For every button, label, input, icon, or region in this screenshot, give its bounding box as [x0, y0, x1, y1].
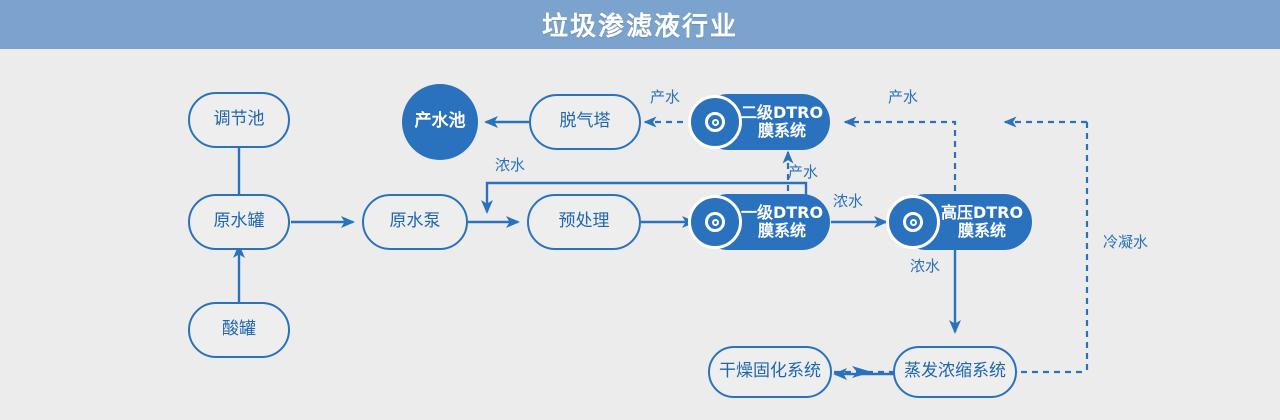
node-label: 产水池 — [414, 111, 466, 132]
node-label: 二级DTRO 膜系统 — [740, 103, 824, 140]
bullseye-icon — [688, 195, 742, 249]
edge-label-nongshui-dtro1: 浓水 — [833, 192, 864, 210]
node-ganzao-guhua[interactable]: 干燥固化系统 — [708, 346, 832, 398]
node-label: 蒸发浓缩系统 — [904, 361, 1006, 382]
flowchart-canvas: 调节池 原水罐 酸罐 原水泵 预处理 脱气塔 产水池 二级DTRO 膜系统 — [0, 49, 1280, 420]
node-dtro1[interactable]: 一级DTRO 膜系统 — [688, 194, 830, 250]
node-zhengfa-nongsuo[interactable]: 蒸发浓缩系统 — [893, 346, 1017, 398]
bullseye-icon — [688, 95, 742, 149]
node-label: 原水泵 — [389, 211, 441, 232]
node-tuoqita[interactable]: 脱气塔 — [529, 94, 641, 150]
node-tiaojiechi[interactable]: 调节池 — [188, 92, 290, 148]
node-label: 高压DTRO 膜系统 — [940, 203, 1024, 240]
node-dtro2[interactable]: 二级DTRO 膜系统 — [688, 94, 830, 150]
node-label: 预处理 — [558, 211, 610, 232]
node-label: 酸罐 — [222, 319, 256, 340]
edge-label-lengningshui: 冷凝水 — [1103, 233, 1149, 251]
edge-label-chanshui-top-left: 产水 — [650, 88, 681, 106]
edge-label-nongshui-hp: 浓水 — [910, 257, 941, 275]
page-title: 垃圾渗滤液行业 — [541, 12, 738, 42]
node-suanguan[interactable]: 酸罐 — [188, 302, 290, 358]
edge-label-nongshui-return: 浓水 — [495, 156, 526, 174]
node-chanshuichi[interactable]: 产水池 — [402, 84, 478, 160]
node-yuanshuiguan[interactable]: 原水罐 — [188, 194, 290, 250]
bullseye-icon — [886, 195, 940, 249]
node-label: 原水罐 — [213, 211, 265, 232]
edge-label-chanshui-top-right: 产水 — [888, 88, 919, 106]
node-yuanshuibeng[interactable]: 原水泵 — [362, 194, 468, 250]
node-dtro-highpressure[interactable]: 高压DTRO 膜系统 — [886, 194, 1032, 250]
page-header: 垃圾渗滤液行业 — [0, 0, 1280, 49]
edge-label-chanshui-mid: 产水 — [788, 163, 819, 181]
node-yuchuli[interactable]: 预处理 — [527, 194, 641, 250]
node-label: 调节池 — [213, 109, 265, 130]
node-label: 干燥固化系统 — [719, 361, 821, 382]
node-label: 脱气塔 — [559, 111, 611, 132]
node-label: 一级DTRO 膜系统 — [740, 203, 824, 240]
